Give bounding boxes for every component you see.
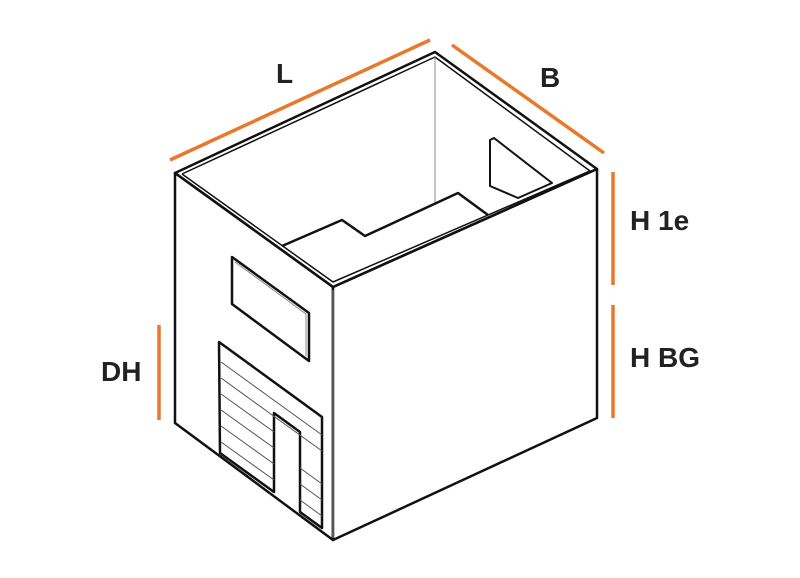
garage-door: [217, 340, 324, 530]
front-window: [230, 255, 311, 363]
length-dimension-line: [169, 38, 431, 162]
top-rim: [173, 50, 599, 289]
floor-step: [281, 191, 489, 248]
width-label: B: [540, 62, 561, 93]
ground-floor-height-label: H BG: [630, 342, 700, 373]
first-floor-height-label: H 1e: [630, 205, 690, 236]
back-window: [489, 137, 553, 199]
width-dimension-line: [450, 43, 606, 155]
door-height-label: DH: [101, 356, 142, 387]
length-label: L: [276, 58, 294, 89]
